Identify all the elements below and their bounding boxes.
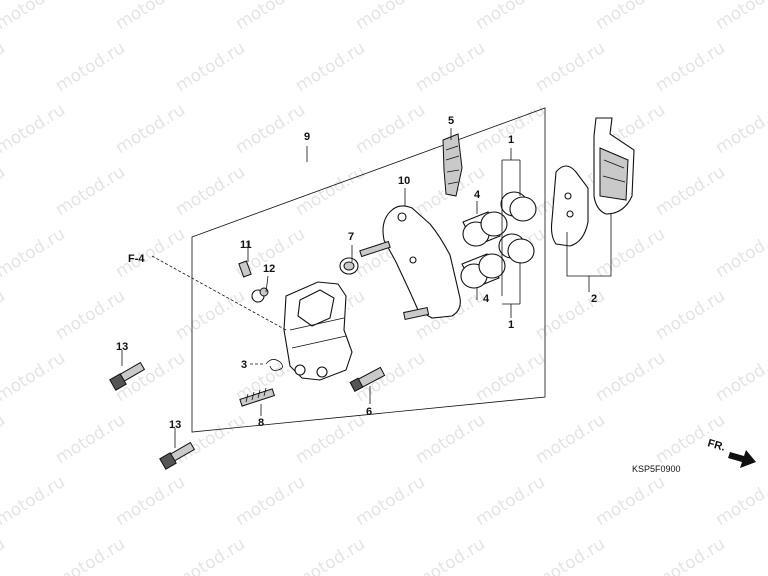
watermark-text: motod.ru [592,472,669,530]
watermark-text: motod.ru [712,348,768,406]
watermark-text: motod.ru [0,224,69,282]
watermark-text: motod.ru [52,38,129,96]
watermark-text: motod.ru [0,286,9,344]
forward-arrow-icon [728,450,756,468]
watermark-text: motod.ru [52,410,129,468]
leader-lines [121,128,612,448]
watermark-text: motod.ru [592,348,669,406]
watermark-text: motod.ru [112,0,189,34]
callout-1-bottom: 1 [508,319,514,331]
direction-indicator: FR. [706,437,756,468]
watermark-text: motod.ru [0,38,9,96]
watermark-text: motod.ru [172,410,249,468]
watermark-text: motod.ru [712,224,768,282]
pistons [460,211,508,289]
watermark-text: motod.ru [52,162,129,220]
watermark-text: motod.ru [172,286,249,344]
callout-1-top: 1 [508,134,514,146]
watermark-text: motod.ru [112,472,189,530]
callout-2: 2 [591,293,597,305]
watermark-text: motod.ru [412,534,489,576]
callout-4-bottom: 4 [483,293,490,305]
watermark-text: motod.ru [352,100,429,158]
callout-13-bottom: 13 [169,419,181,431]
watermark-text: motod.ru [532,38,609,96]
watermark-text: motod.ru [652,534,729,576]
watermark-text: motod.ru [232,472,309,530]
mounting-bolt-top [109,361,146,391]
watermark-text: motod.ru [532,410,609,468]
watermark-text: motod.ru [292,410,369,468]
watermark-text: motod.ru [292,162,369,220]
watermark-text: motod.ru [532,534,609,576]
callout-10: 10 [398,175,410,187]
watermark-text: motod.ru [412,38,489,96]
watermark-text: motod.ru [532,286,609,344]
watermark-text: motod.ru [292,534,369,576]
pad-spring [442,133,463,197]
caliper-pin [239,387,276,407]
callout-8: 8 [258,417,264,429]
watermark-text: motod.ru [472,0,549,34]
watermark-text: motod.ru [0,162,9,220]
watermark-text: motod.ru [592,0,669,34]
watermark-text: motod.ru [172,534,249,576]
callout-11: 11 [240,239,252,251]
assembly-boundary [191,107,546,433]
watermark-text: motod.ru [0,534,9,576]
callout-labels: 1 1 2 3 4 4 5 6 7 8 9 10 11 12 13 13 F-4 [116,115,597,431]
drawing-code: KSP5F0900 [632,464,681,474]
callout-4-top: 4 [474,189,481,201]
watermark-text: motod.ru [0,348,69,406]
callout-5: 5 [448,115,454,127]
watermark-text: motod.ru [712,100,768,158]
caliper-body [283,281,353,381]
watermark-text: motod.ru [652,38,729,96]
watermark-text: motod.ru [172,162,249,220]
watermark-text: motod.ru [0,0,69,34]
watermark-text: motod.ru [352,0,429,34]
callout-7: 7 [348,231,354,243]
watermark-text: motod.ru [352,472,429,530]
mounting-bolt-bottom [159,441,196,470]
watermark-text: motod.ru [592,224,669,282]
watermark-text: motod.ru [472,100,549,158]
watermark-text: motod.ru [232,100,309,158]
piston-seals [498,191,537,264]
watermark-text: motod.ru [0,100,69,158]
watermark-text: motod.ru [172,38,249,96]
watermark-text: motod.ru [0,472,69,530]
watermark-text: motod.ru [112,100,189,158]
reference-label: F-4 [128,253,145,265]
callout-3: 3 [241,359,247,371]
watermark-text: motod.ru [0,410,9,468]
watermark-text: motod.ru [52,286,129,344]
pin-bolt [349,366,386,392]
watermark-text: motod.ru [652,286,729,344]
watermark-text: motod.ru [712,0,768,34]
callout-13-top: 13 [116,341,128,353]
watermark-text: motod.ru [232,0,309,34]
pin-boot [339,257,359,275]
direction-label: FR. [706,437,726,453]
caliper-bracket [359,205,461,321]
brake-pads [550,117,635,247]
watermark-text: motod.ru [52,534,129,576]
callout-6: 6 [366,406,372,418]
watermark-text: motod.ru [292,38,369,96]
watermark-text: motod.ru [652,162,729,220]
watermark-text: motod.ru [412,410,489,468]
watermark-text: motod.ru [712,472,768,530]
callout-12: 12 [263,263,275,275]
callout-9: 9 [304,131,310,143]
watermark-text: motod.ru [472,472,549,530]
pin-clip [265,359,283,371]
watermark-text: motod.ru [112,224,189,282]
